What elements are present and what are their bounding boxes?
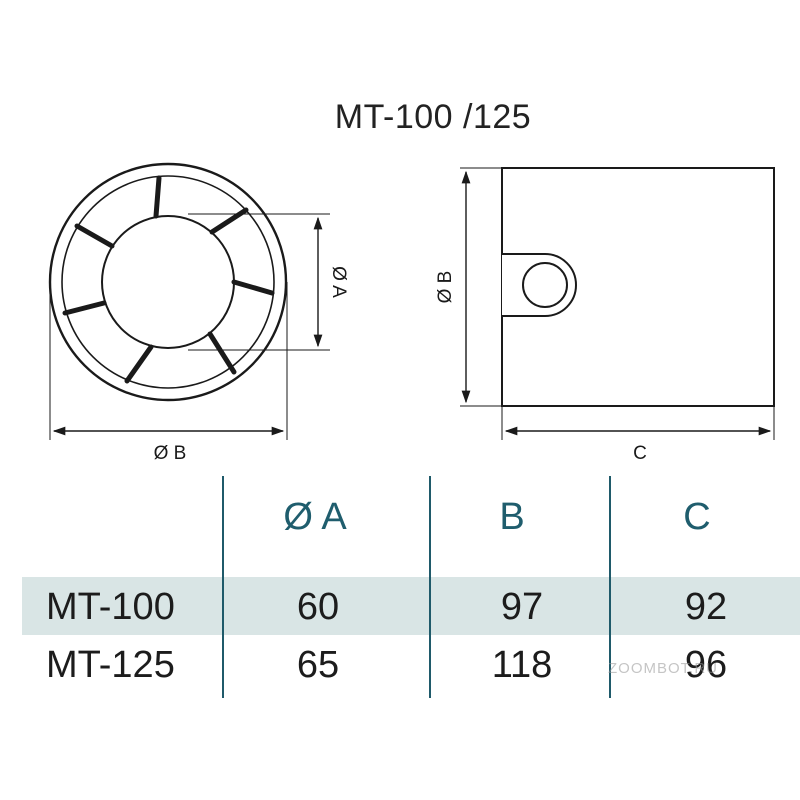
row-value-c: 92: [684, 586, 728, 628]
nozzle-opening: [522, 262, 568, 308]
row-value-c: 96: [684, 644, 728, 686]
front-view: [48, 162, 330, 440]
header-b: B: [499, 496, 525, 538]
dim-c-label: C: [633, 443, 647, 464]
column-divider: [429, 476, 431, 698]
side-view: [460, 167, 775, 440]
watermark: ZOOMBOT.RU: [608, 660, 718, 677]
dim-a-label: Ø A: [328, 266, 349, 298]
hub: [101, 215, 235, 349]
row-value-a: 60: [296, 586, 340, 628]
row-model-name: MT-100: [46, 586, 175, 628]
column-divider: [609, 476, 611, 698]
dim-b-label-front: Ø B: [154, 443, 187, 464]
dim-b-label-side: Ø B: [435, 271, 456, 304]
column-divider: [222, 476, 224, 698]
nozzle: [502, 253, 577, 317]
header-c: C: [683, 496, 711, 538]
row-highlight-band: [22, 577, 800, 635]
outer-ring: [48, 162, 288, 402]
header-dia-a: Ø A: [283, 496, 347, 538]
dimension-drawing: Ø A Ø B Ø B C: [48, 162, 775, 464]
row-value-b: 97: [500, 586, 544, 628]
row-value-b: 118: [491, 644, 553, 686]
row-value-a: 65: [296, 644, 340, 686]
inner-ring: [61, 175, 275, 389]
dimension-table: Ø A B C MT-100 60 97 92 MT-125 65 118 96: [0, 470, 800, 700]
row-model-name: MT-125: [46, 644, 175, 686]
page-title: MT-100 /125: [334, 98, 532, 136]
vanes: [62, 175, 275, 384]
